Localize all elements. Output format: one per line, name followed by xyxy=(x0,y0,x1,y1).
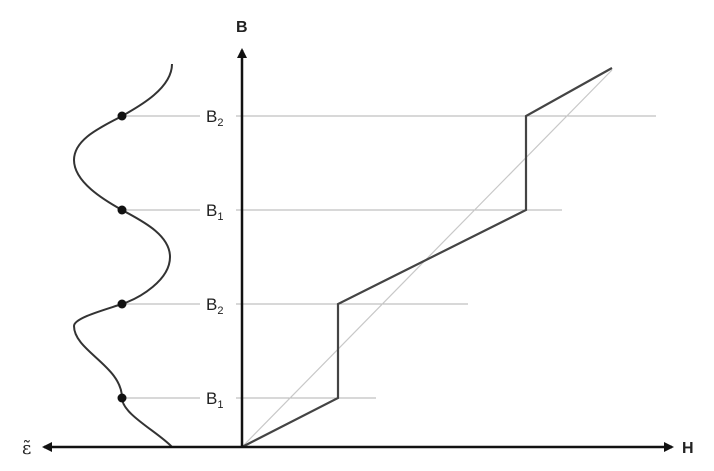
b-axis-label: B xyxy=(236,19,248,36)
level-label-bg-3 xyxy=(200,292,236,316)
staircase-curve xyxy=(241,67,613,448)
sinusoid-curve xyxy=(72,63,173,448)
sinusoid-point-4 xyxy=(117,393,127,403)
level-label-1: B2 xyxy=(206,107,223,129)
sinusoid-point-3 xyxy=(117,299,127,309)
sinusoid-point-1 xyxy=(117,111,127,121)
level-label-2: B1 xyxy=(206,201,223,223)
level-label-bg-4 xyxy=(200,386,236,410)
epsilon-axis-label: ε̃ xyxy=(22,438,31,459)
level-label-3: B2 xyxy=(206,295,223,317)
level-label-bg-1 xyxy=(200,104,236,128)
sinusoid-point-2 xyxy=(117,205,127,215)
level-label-4: B1 xyxy=(206,389,223,411)
level-label-bg-2 xyxy=(200,198,236,222)
h-axis-label: H xyxy=(682,440,694,457)
